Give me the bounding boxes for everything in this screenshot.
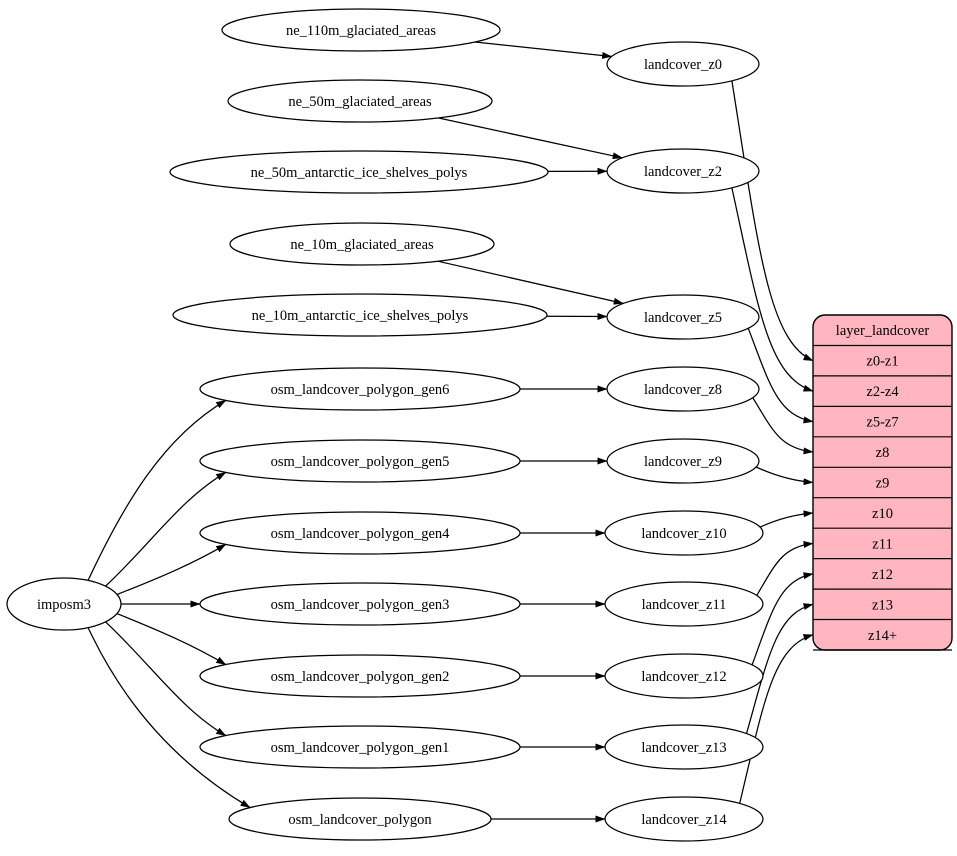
node-label-landcover_z13: landcover_z13 xyxy=(641,740,726,756)
node-label-landcover_z0: landcover_z0 xyxy=(644,57,722,73)
node-label-osm_landcover_polygon_gen6: osm_landcover_polygon_gen6 xyxy=(271,382,450,398)
node-label-ne_50m_antarctic_ice_shelves_polys: ne_50m_antarctic_ice_shelves_polys xyxy=(251,165,468,181)
edge-ne_50m_glaciated_areas-to-landcover_z2 xyxy=(438,118,622,158)
edge-landcover_z11-to-layer_landcover-z11 xyxy=(757,543,813,595)
table-layer_landcover: layer_landcover z0-z1 z2-z4 z5-z7 z8 z9 z10 z11… xyxy=(813,315,952,650)
edge-imposm3-to-osm_landcover_polygon_gen6 xyxy=(88,400,226,580)
node-osm_landcover_polygon_gen3: osm_landcover_polygon_gen3 xyxy=(200,583,520,625)
node-label-osm_landcover_polygon_gen5: osm_landcover_polygon_gen5 xyxy=(271,454,450,470)
node-label-landcover_z11: landcover_z11 xyxy=(642,597,727,613)
node-imposm3: imposm3 xyxy=(7,578,121,630)
node-ne_110m_glaciated_areas: ne_110m_glaciated_areas xyxy=(222,9,500,51)
table-row-z12: z12 xyxy=(872,567,893,583)
node-label-osm_landcover_polygon_gen1: osm_landcover_polygon_gen1 xyxy=(271,740,450,756)
node-label-landcover_z5: landcover_z5 xyxy=(644,310,722,326)
node-label-ne_10m_glaciated_areas: ne_10m_glaciated_areas xyxy=(290,237,434,253)
node-landcover_z8: landcover_z8 xyxy=(607,367,759,411)
node-landcover_z5: landcover_z5 xyxy=(607,295,759,339)
node-label-landcover_z9: landcover_z9 xyxy=(644,454,722,470)
node-label-landcover_z8: landcover_z8 xyxy=(644,382,722,398)
node-osm_landcover_polygon_gen2: osm_landcover_polygon_gen2 xyxy=(200,655,520,697)
node-label-osm_landcover_polygon: osm_landcover_polygon xyxy=(288,812,432,828)
node-label-osm_landcover_polygon_gen3: osm_landcover_polygon_gen3 xyxy=(271,597,450,613)
node-ne_10m_glaciated_areas: ne_10m_glaciated_areas xyxy=(230,223,494,265)
node-landcover_z13: landcover_z13 xyxy=(605,725,763,769)
edge-landcover_z8-to-layer_landcover-z8 xyxy=(753,398,813,452)
table-row-z11: z11 xyxy=(872,536,892,552)
edge-ne_110m_glaciated_areas-to-landcover_z0 xyxy=(475,42,612,57)
edge-landcover_z10-to-layer_landcover-z10 xyxy=(760,513,813,527)
node-osm_landcover_polygon_gen5: osm_landcover_polygon_gen5 xyxy=(200,440,520,482)
node-label-landcover_z2: landcover_z2 xyxy=(644,164,722,180)
node-landcover_z11: landcover_z11 xyxy=(605,582,763,626)
node-landcover_z14: landcover_z14 xyxy=(605,797,763,841)
node-label-imposm3: imposm3 xyxy=(37,597,91,613)
node-landcover_z0: landcover_z0 xyxy=(607,42,759,86)
table-row-z13: z13 xyxy=(872,597,893,613)
edge-landcover_z9-to-layer_landcover-z9 xyxy=(756,467,813,483)
table-row-z8: z8 xyxy=(876,445,890,461)
table-header-label: layer_landcover xyxy=(836,323,930,339)
edge-imposm3-to-osm_landcover_polygon_gen4 xyxy=(117,544,226,594)
node-landcover_z10: landcover_z10 xyxy=(605,511,763,555)
node-landcover_z12: landcover_z12 xyxy=(605,654,763,698)
node-label-landcover_z10: landcover_z10 xyxy=(641,526,726,542)
edge-landcover_z5-to-layer_landcover-z5-z7 xyxy=(748,328,813,421)
nodes-layer: imposm3 ne_110m_glaciated_areas ne_50m_gla… xyxy=(7,9,763,841)
node-label-osm_landcover_polygon_gen2: osm_landcover_polygon_gen2 xyxy=(271,669,450,685)
table-row-z5-z7: z5-z7 xyxy=(866,415,898,431)
table-row-z0-z1: z0-z1 xyxy=(866,354,898,370)
node-landcover_z9: landcover_z9 xyxy=(607,439,759,483)
table-row-z14+: z14+ xyxy=(868,628,897,644)
table-row-z10: z10 xyxy=(872,506,893,522)
edge-landcover_z2-to-layer_landcover-z2-z4 xyxy=(732,188,813,391)
table-row-z2-z4: z2-z4 xyxy=(866,384,899,400)
node-label-osm_landcover_polygon_gen4: osm_landcover_polygon_gen4 xyxy=(271,526,451,542)
node-ne_50m_antarctic_ice_shelves_polys: ne_50m_antarctic_ice_shelves_polys xyxy=(170,151,548,193)
node-osm_landcover_polygon_gen6: osm_landcover_polygon_gen6 xyxy=(200,368,520,410)
node-osm_landcover_polygon_gen4: osm_landcover_polygon_gen4 xyxy=(200,512,520,554)
node-ne_10m_antarctic_ice_shelves_polys: ne_10m_antarctic_ice_shelves_polys xyxy=(173,294,547,336)
node-label-landcover_z14: landcover_z14 xyxy=(641,812,727,828)
edge-imposm3-to-osm_landcover_polygon_gen2 xyxy=(117,614,226,665)
node-osm_landcover_polygon_gen1: osm_landcover_polygon_gen1 xyxy=(200,726,520,768)
node-ne_50m_glaciated_areas: ne_50m_glaciated_areas xyxy=(228,80,492,122)
node-landcover_z2: landcover_z2 xyxy=(607,149,759,193)
edge-imposm3-to-osm_landcover_polygon xyxy=(88,628,250,808)
node-label-ne_50m_glaciated_areas: ne_50m_glaciated_areas xyxy=(288,94,432,110)
node-osm_landcover_polygon: osm_landcover_polygon xyxy=(229,798,491,840)
node-label-ne_110m_glaciated_areas: ne_110m_glaciated_areas xyxy=(286,23,436,39)
table-row-z9: z9 xyxy=(876,476,890,492)
node-label-landcover_z12: landcover_z12 xyxy=(641,669,726,685)
node-label-ne_10m_antarctic_ice_shelves_polys: ne_10m_antarctic_ice_shelves_polys xyxy=(252,308,469,324)
